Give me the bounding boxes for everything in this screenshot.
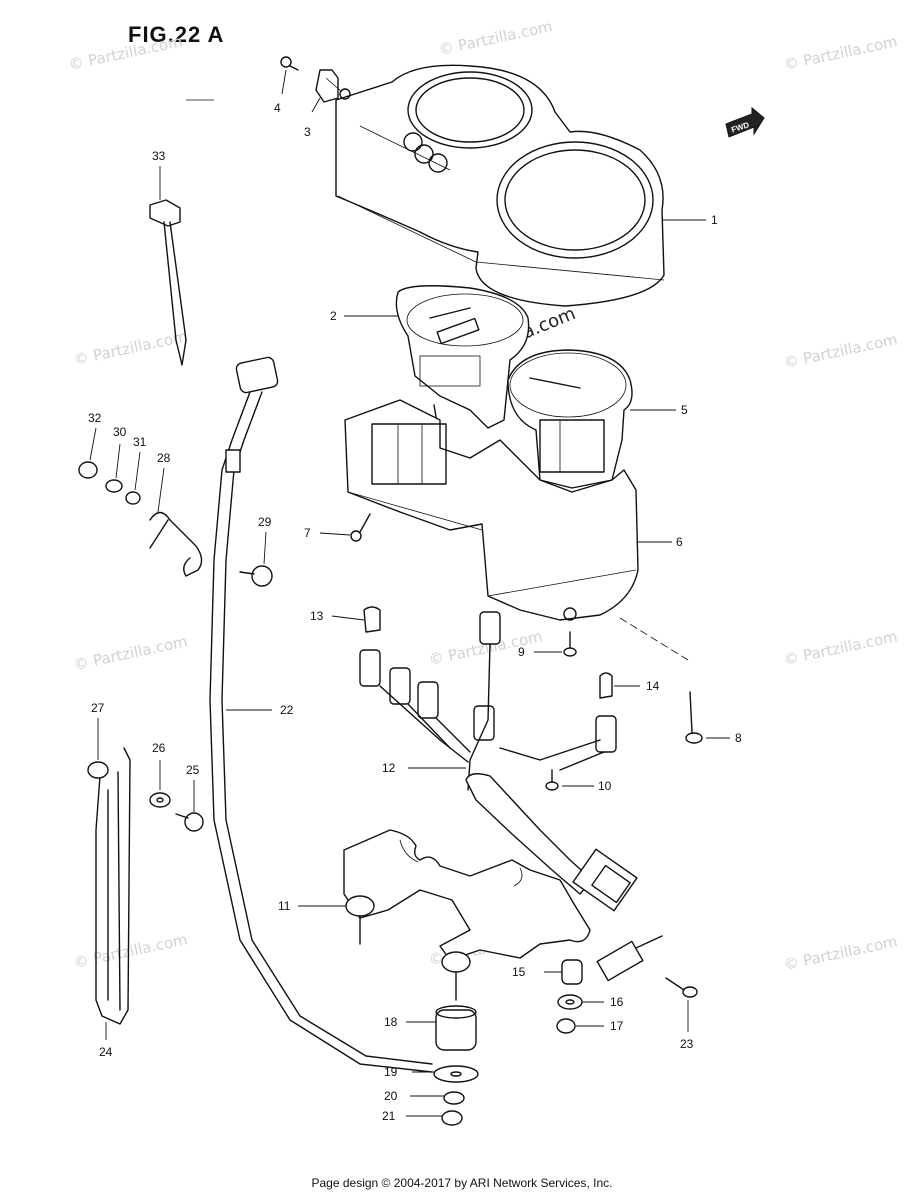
watermark-text: © Partzilla.com (782, 932, 899, 974)
watermark-text: © Partzilla.com (782, 627, 899, 669)
bulb-13 (363, 606, 381, 633)
callout-17: 17 (610, 1019, 624, 1033)
callout-27: 27 (91, 701, 105, 715)
callout-14: 14 (646, 679, 660, 693)
nut-32 (78, 461, 98, 479)
callout-32: 32 (88, 411, 102, 425)
callout-22: 22 (280, 703, 294, 717)
nut-21 (441, 1110, 463, 1126)
callout-7: 7 (304, 526, 311, 540)
figure-title: FIG.22 A (128, 22, 225, 47)
callout-30: 30 (113, 425, 127, 439)
sensor-connector (596, 935, 663, 982)
watermark-text: © Partzilla.com (782, 32, 899, 74)
callout-13: 13 (310, 609, 324, 623)
speedometer-unit (507, 349, 633, 489)
callout-33: 33 (152, 149, 166, 163)
watermark-text: © Partzilla.com (72, 632, 189, 674)
grommet-18 (435, 1005, 477, 1051)
callout-5: 5 (681, 403, 688, 417)
callout-3: 3 (304, 125, 311, 139)
callout-16: 16 (610, 995, 624, 1009)
callout-12: 12 (382, 761, 396, 775)
bulb-14 (599, 672, 613, 699)
grommet-15 (561, 959, 583, 985)
bolt-25 (175, 812, 204, 832)
screw-small (280, 56, 299, 71)
callout-28: 28 (157, 451, 171, 465)
callout-20: 20 (384, 1089, 398, 1103)
washer-26 (149, 792, 171, 808)
callout-15: 15 (512, 965, 526, 979)
watermark-text: © Partzilla.com (67, 32, 184, 74)
callout-11: 11 (278, 899, 291, 913)
watermark-text: © Partzilla.com (782, 330, 899, 372)
wiring-harness (359, 611, 638, 912)
watermark-text: © Partzilla.com (72, 930, 189, 972)
callout-8: 8 (735, 731, 742, 745)
footer-copyright: Page design © 2004-2017 by ARI Network S… (311, 1176, 613, 1190)
callout-19: 19 (384, 1065, 398, 1079)
spring-clip-28 (149, 511, 203, 577)
watermark-text: © Partzilla.com (72, 327, 189, 369)
drive-gear (315, 69, 351, 103)
cable-loop (95, 747, 131, 1025)
callout-4: 4 (274, 101, 281, 115)
watermark-text: © Partzilla.com (437, 17, 554, 59)
bolt-8 (685, 691, 703, 744)
callout-2: 2 (330, 309, 337, 323)
washer-30 (105, 479, 123, 493)
callout-18: 18 (384, 1015, 398, 1029)
callout-1: 1 (711, 213, 718, 227)
mounting-bracket-plate (343, 829, 591, 1001)
callout-26: 26 (152, 741, 166, 755)
callout-6: 6 (676, 535, 683, 549)
screw-10 (545, 769, 559, 791)
nut-27 (87, 761, 109, 779)
leader-lines (89, 69, 730, 1117)
bolt-23 (665, 977, 698, 998)
bracket-rod (149, 199, 187, 366)
screw-9 (563, 631, 577, 657)
callout-9: 9 (518, 645, 525, 659)
callout-24: 24 (99, 1045, 113, 1059)
callout-25: 25 (186, 763, 200, 777)
speedometer-cable (209, 356, 433, 1073)
meter-case-upper (335, 64, 665, 307)
callout-29: 29 (258, 515, 272, 529)
callout-10: 10 (598, 779, 612, 793)
screw-7 (350, 513, 371, 542)
fwd-arrow-icon: FWD (725, 106, 765, 138)
bolt-29 (239, 565, 273, 587)
washer-16 (557, 994, 583, 1010)
callout-21: 21 (382, 1109, 396, 1123)
washer-20 (443, 1091, 465, 1105)
callout-23: 23 (680, 1037, 694, 1051)
washer-19 (433, 1065, 479, 1083)
callout-labels: 1 2 3 4 5 6 7 8 9 10 11 12 13 14 15 16 1… (88, 101, 742, 1123)
meter-case-lower (344, 399, 639, 621)
callout-31: 31 (133, 435, 147, 449)
nut-17 (556, 1018, 576, 1034)
washer-31 (125, 491, 141, 505)
